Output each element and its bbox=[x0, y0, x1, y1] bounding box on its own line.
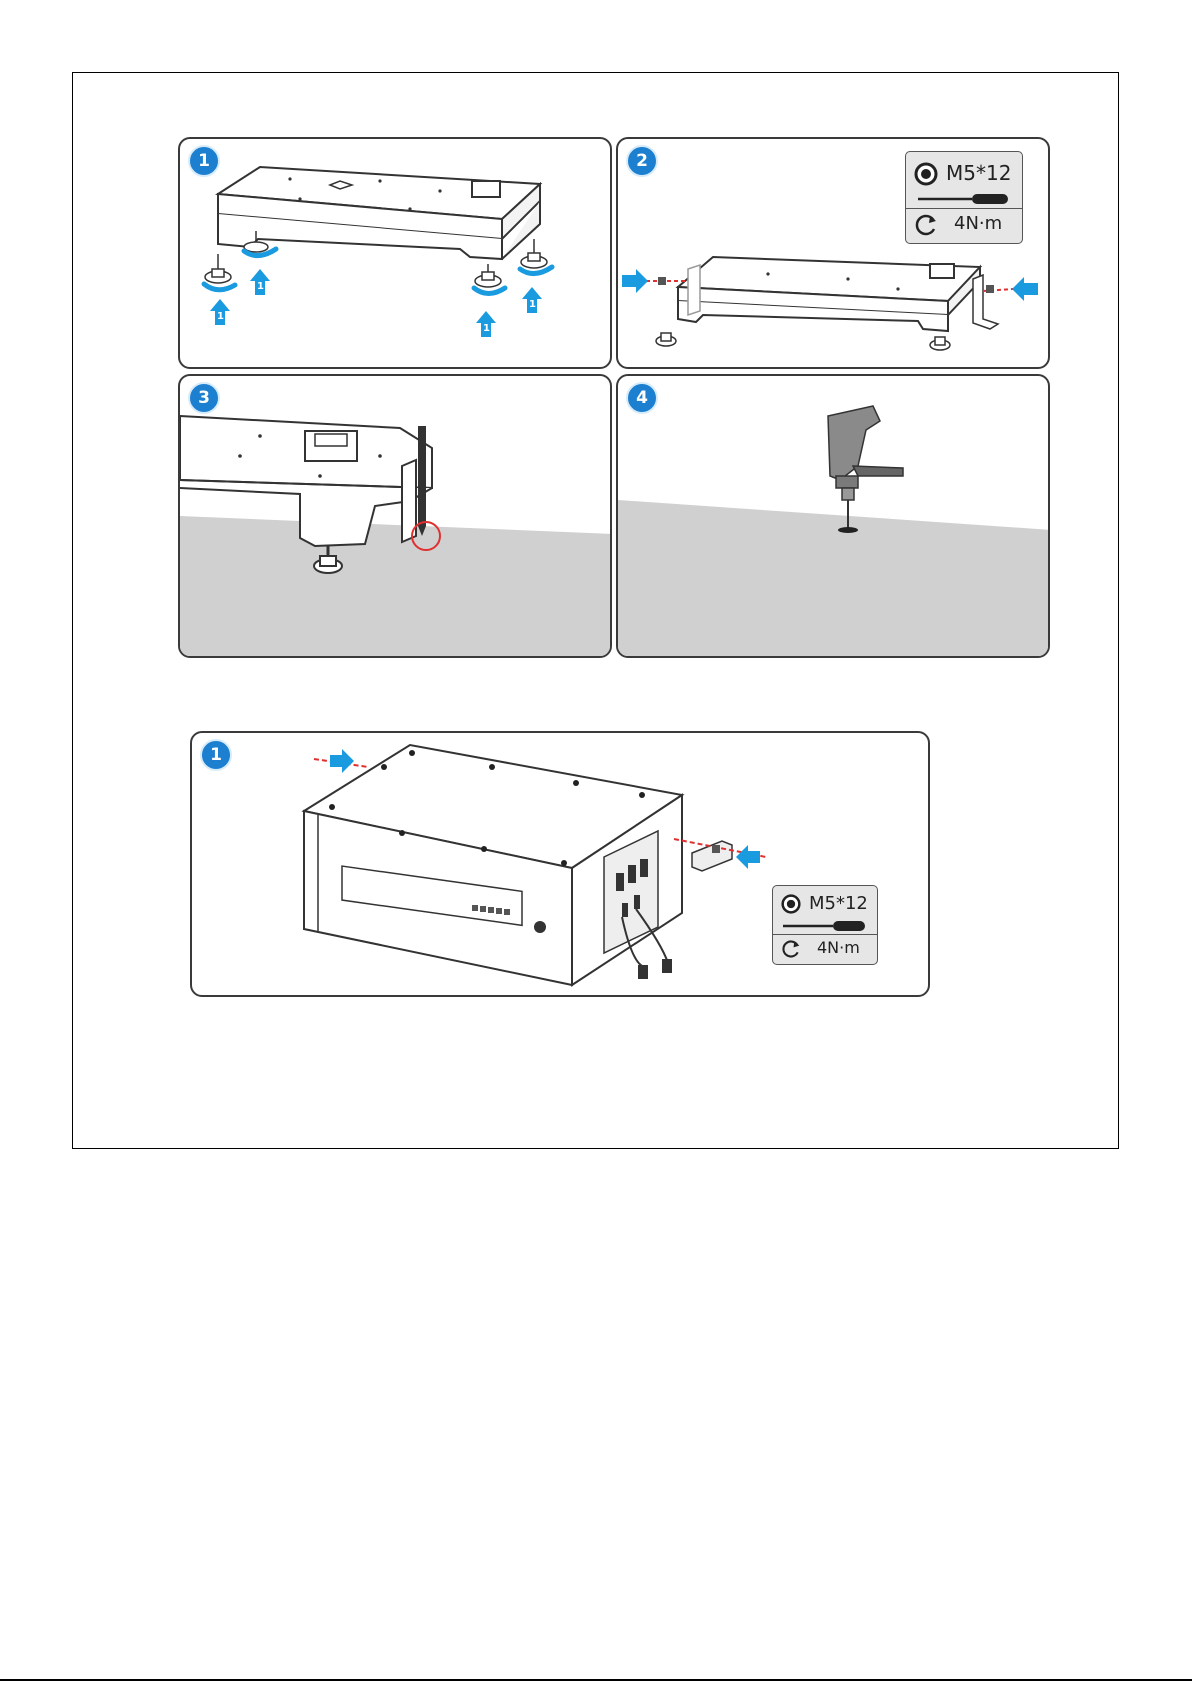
svg-text:1: 1 bbox=[483, 323, 490, 334]
step-panel-battery: 1 bbox=[190, 731, 930, 997]
step-panel-3: 3 bbox=[178, 374, 612, 658]
step-panel-4: 4 bbox=[616, 374, 1050, 658]
mark-holes-illustration bbox=[180, 376, 612, 658]
torque-label: 4N·m bbox=[954, 213, 1002, 234]
screwdriver-icon bbox=[918, 192, 1010, 206]
screw-spec-box: M5*12 4N·m bbox=[772, 885, 878, 965]
screw-size-label: M5*12 bbox=[946, 161, 1011, 185]
torque-label: 4N·m bbox=[817, 938, 860, 957]
step-badge: 1 bbox=[188, 145, 220, 177]
figure-frame: 1 bbox=[72, 72, 1119, 1149]
svg-text:1: 1 bbox=[529, 299, 536, 310]
step-badge: 4 bbox=[626, 382, 658, 414]
drill-icon bbox=[828, 406, 903, 528]
step-panel-1: 1 bbox=[178, 137, 612, 369]
svg-text:1: 1 bbox=[257, 281, 264, 292]
screw-spec-box: M5*12 4N·m bbox=[905, 151, 1023, 244]
page-bottom-rule bbox=[0, 1679, 1192, 1681]
step-badge: 1 bbox=[200, 739, 232, 771]
washer-icon bbox=[781, 894, 801, 914]
base-feet-illustration: 1 1 1 1 bbox=[180, 139, 612, 369]
screw-size-label: M5*12 bbox=[809, 893, 868, 914]
step-badge: 2 bbox=[626, 145, 658, 177]
drill-holes-illustration bbox=[618, 376, 1050, 658]
washer-icon bbox=[914, 162, 938, 186]
step-panel-2: 2 bbox=[616, 137, 1050, 369]
svg-text:1: 1 bbox=[217, 311, 224, 322]
torque-rotate-icon bbox=[914, 213, 938, 237]
step-badge: 3 bbox=[188, 382, 220, 414]
screwdriver-icon bbox=[783, 920, 867, 932]
torque-rotate-icon bbox=[781, 939, 801, 959]
